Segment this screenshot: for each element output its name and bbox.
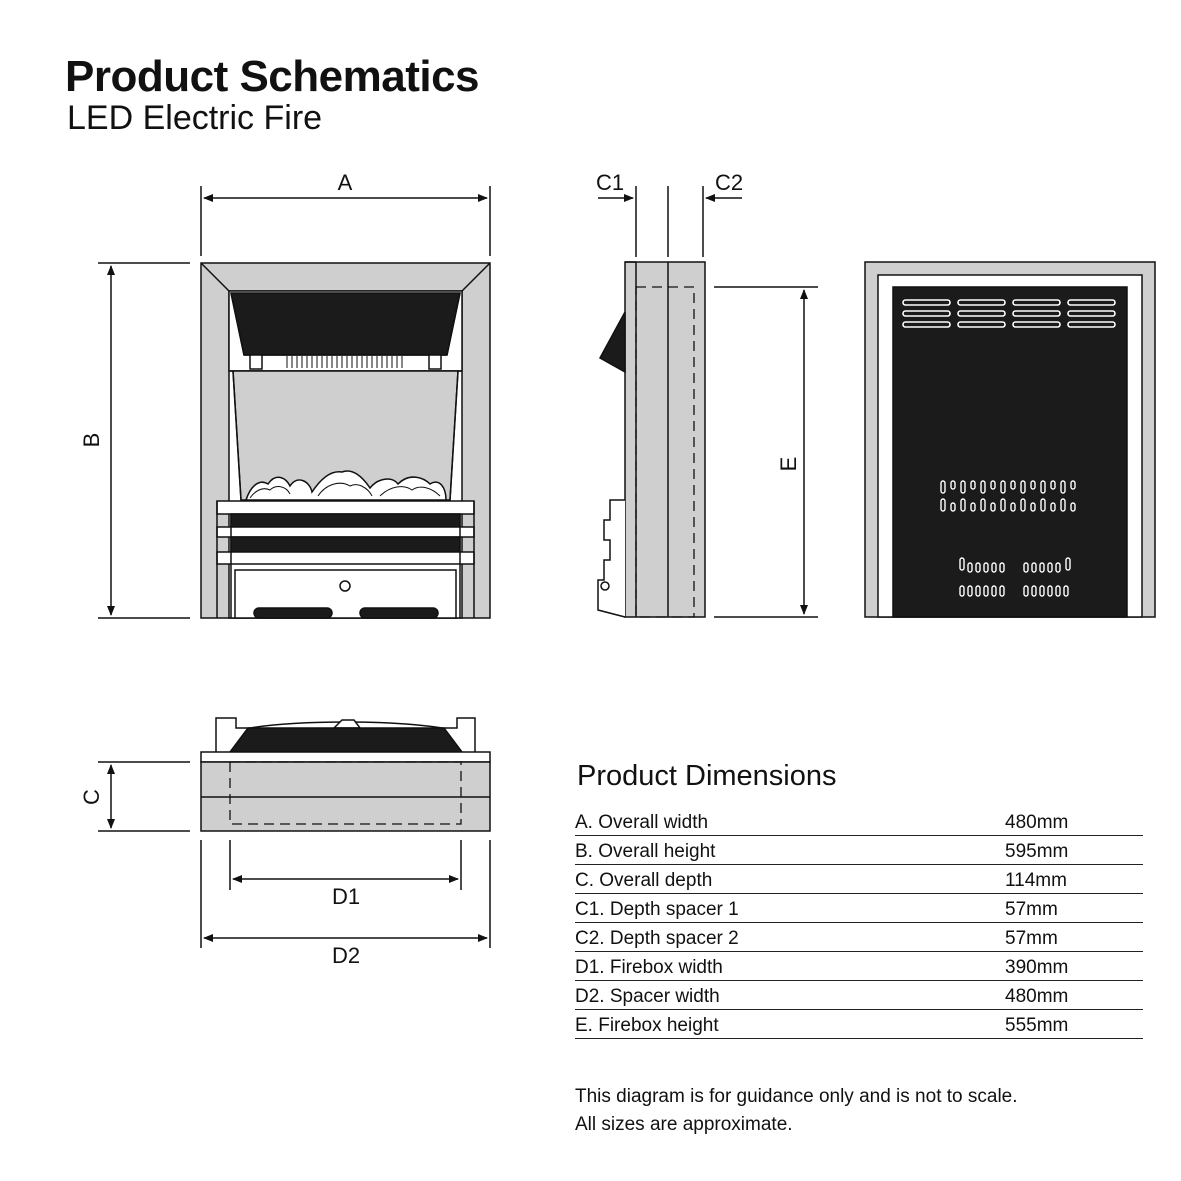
front-view: [98, 186, 491, 619]
back-view: [864, 261, 1156, 618]
dimension-value: 480mm: [1005, 812, 1069, 833]
label-d2: D2: [332, 943, 360, 968]
dimension-row: D2. Spacer width 480mm: [575, 981, 1143, 1010]
dimension-row: A. Overall width 480mm: [575, 807, 1143, 836]
dimension-row: D1. Firebox width 390mm: [575, 952, 1143, 981]
page-subtitle: LED Electric Fire: [67, 99, 323, 137]
note-line: All sizes are approximate.: [575, 1114, 793, 1135]
dimension-label: C1. Depth spacer 1: [575, 899, 739, 920]
label-e: E: [776, 457, 801, 472]
side-view: [597, 186, 818, 618]
dimension-value: 57mm: [1005, 899, 1058, 920]
dimension-label: D1. Firebox width: [575, 957, 723, 978]
dimensions-heading: Product Dimensions: [577, 760, 837, 792]
label-a: A: [338, 170, 353, 195]
dimension-label: D2. Spacer width: [575, 986, 720, 1007]
label-c: C: [79, 789, 104, 805]
dimension-value: 480mm: [1005, 986, 1069, 1007]
disclaimer-note: This diagram is for guidance only and is…: [575, 1083, 1018, 1139]
dimension-label: E. Firebox height: [575, 1015, 719, 1036]
dimension-label: B. Overall height: [575, 841, 716, 862]
dimension-label: C2. Depth spacer 2: [575, 928, 739, 949]
dimension-row: C1. Depth spacer 1 57mm: [575, 894, 1143, 923]
dimension-row: B. Overall height 595mm: [575, 836, 1143, 865]
dimension-row: C2. Depth spacer 2 57mm: [575, 923, 1143, 952]
label-d1: D1: [332, 884, 360, 909]
page-title: Product Schematics: [65, 52, 480, 101]
label-c2: C2: [715, 170, 743, 195]
dimension-row: C. Overall depth 114mm: [575, 865, 1143, 894]
dimension-value: 390mm: [1005, 957, 1069, 978]
dimension-row: E. Firebox height 555mm: [575, 1010, 1143, 1039]
label-c1: C1: [596, 170, 624, 195]
dimension-label: C. Overall depth: [575, 870, 713, 891]
dimension-label: A. Overall width: [575, 812, 709, 833]
label-b: B: [79, 433, 104, 448]
dimension-value: 114mm: [1005, 870, 1067, 891]
note-line: This diagram is for guidance only and is…: [575, 1086, 1018, 1107]
dimension-value: 555mm: [1005, 1015, 1069, 1036]
dimensions-table: Product Dimensions A. Overall width 480mm…: [575, 760, 1143, 1039]
dimension-value: 595mm: [1005, 841, 1069, 862]
top-view: [98, 717, 491, 948]
dimension-value: 57mm: [1005, 928, 1058, 949]
